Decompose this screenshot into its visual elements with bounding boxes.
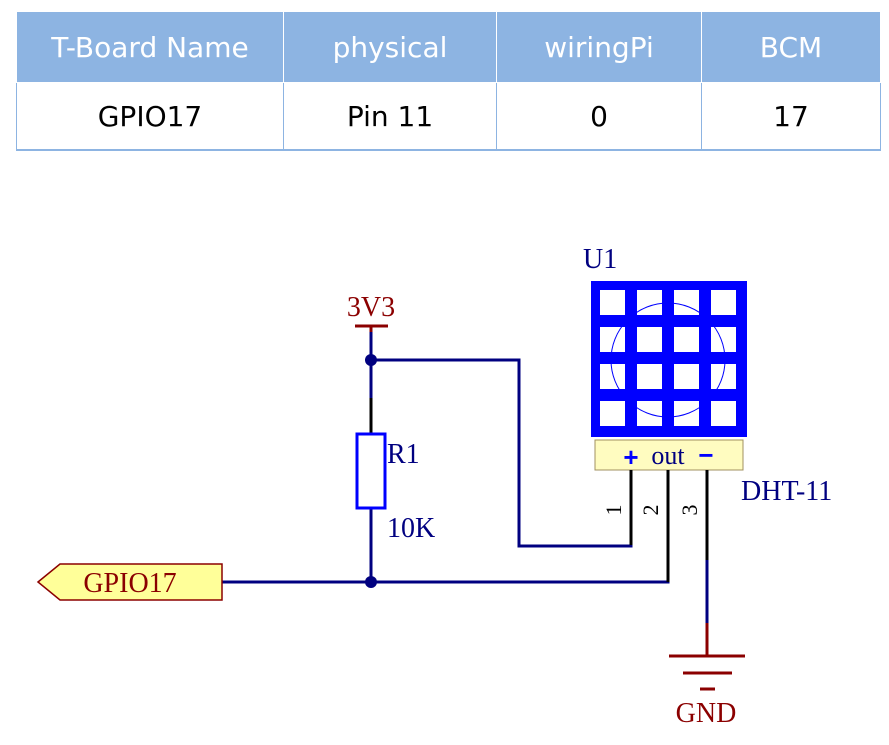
sensor-pin-strip <box>594 439 744 471</box>
table-row: GPIO17 Pin 11 0 17 <box>16 82 881 151</box>
header-bcm: BCM <box>701 11 881 83</box>
junction-3v3 <box>365 354 377 366</box>
net-label-gpio17: GPIO17 <box>36 563 223 601</box>
sensor-ref-label: U1 <box>583 244 617 275</box>
header-t-board-name: T-Board Name <box>16 11 284 83</box>
sensor-grid-cells <box>600 290 736 426</box>
resistor-value-label: 10K <box>387 513 435 544</box>
pin-mapping-table: T-Board Name physical wiringPi BCM GPIO1… <box>16 11 881 151</box>
pin-strip-plus: + <box>623 442 638 472</box>
pin-strip-out: out <box>651 441 685 470</box>
table-header-row: T-Board Name physical wiringPi BCM <box>16 11 881 83</box>
power-symbol-3v3: 3V3 <box>347 292 395 332</box>
power-label-3v3: 3V3 <box>347 292 395 323</box>
cell-board-name: GPIO17 <box>16 82 284 151</box>
resistor-ref-label: R1 <box>387 439 420 470</box>
header-wiringpi: wiringPi <box>496 11 702 83</box>
junction-gpio17 <box>365 576 377 588</box>
resistor-r1: R1 10K <box>355 398 435 544</box>
resistor-body <box>355 432 387 510</box>
pin-number-3: 3 <box>677 505 702 516</box>
net-label-text: GPIO17 <box>83 568 176 599</box>
header-physical: physical <box>283 11 497 83</box>
cell-wiringpi: 0 <box>496 82 702 151</box>
pin-number-1: 1 <box>601 505 626 516</box>
net-label-flag <box>36 563 223 601</box>
ground-label: GND <box>676 698 737 729</box>
sensor-grid <box>591 281 747 437</box>
sensor-model-label: DHT-11 <box>741 476 832 507</box>
ground-symbol: GND <box>669 623 745 729</box>
pin-number-2: 2 <box>638 505 663 516</box>
pin-strip-minus: − <box>698 440 713 470</box>
cell-bcm: 17 <box>701 82 881 151</box>
cell-physical: Pin 11 <box>283 82 497 151</box>
wire-gpio17-to-pin2 <box>222 470 670 584</box>
sensor-u1: U1 <box>583 244 832 582</box>
sensor-pin-leads <box>629 470 709 582</box>
sensor-circle-outline <box>610 302 726 418</box>
